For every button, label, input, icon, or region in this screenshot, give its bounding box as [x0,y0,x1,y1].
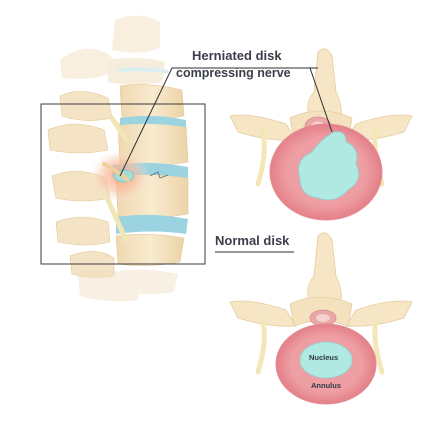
nucleus-label: Nucleus [309,353,339,362]
herniated-nucleus [298,131,360,201]
herniated-disk-top-view [229,48,413,221]
herniated-disk-subtitle: compressing nerve [176,66,291,80]
normal-disk-top-view [229,232,413,405]
upper-vertebrae [60,15,169,85]
callout-lines [119,67,333,253]
zoom-frame [40,103,206,265]
normal-nucleus [299,341,353,379]
spine-side-view [47,15,189,302]
herniated-disk-title: Herniated disk [192,48,282,63]
side-view-nerves [105,115,129,243]
annulus-label: Annulus [311,381,341,390]
crack-line [149,171,169,179]
lower-vertebrae [78,269,178,302]
normal-disk-title: Normal disk [215,233,290,248]
compressed-nerve [102,162,130,182]
